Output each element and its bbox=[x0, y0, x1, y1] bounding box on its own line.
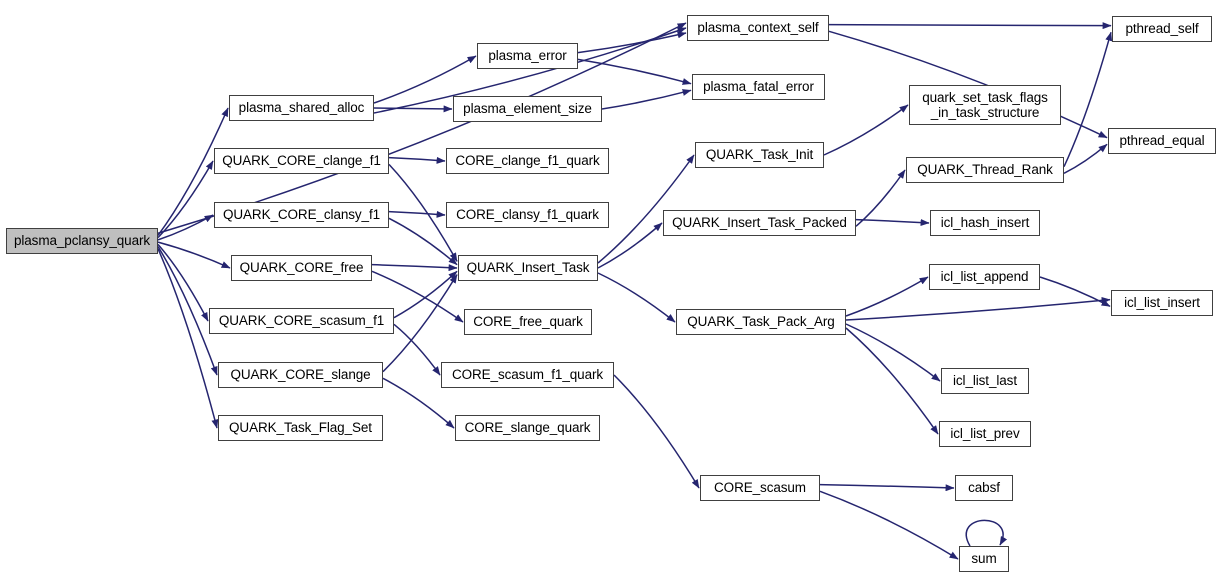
graph-node-sum[interactable]: sum bbox=[959, 546, 1009, 572]
graph-edge bbox=[597, 272, 676, 323]
graph-edge bbox=[613, 374, 700, 489]
graph-edge bbox=[157, 214, 214, 241]
graph-node-QUARK_Insert_Task[interactable]: QUARK_Insert_Task bbox=[458, 255, 598, 281]
graph-edge bbox=[855, 218, 930, 227]
graph-node-QUARK_Task_Flag_Set[interactable]: QUARK_Task_Flag_Set bbox=[218, 415, 383, 441]
graph-edge bbox=[597, 154, 695, 264]
graph-edge bbox=[845, 323, 941, 382]
graph-edge bbox=[819, 483, 955, 492]
graph-node-QUARK_Task_Init[interactable]: QUARK_Task_Init bbox=[695, 142, 824, 168]
graph-node-icl_list_insert[interactable]: icl_list_insert bbox=[1111, 290, 1213, 316]
graph-edge bbox=[1063, 143, 1108, 175]
graph-edge bbox=[388, 163, 458, 262]
graph-node-icl_list_prev[interactable]: icl_list_prev bbox=[939, 421, 1031, 447]
graph-node-CORE_clansy_f1_quark[interactable]: CORE_clansy_f1_quark bbox=[446, 202, 609, 228]
graph-edge bbox=[965, 519, 1008, 547]
graph-node-pthread_self[interactable]: pthread_self bbox=[1112, 16, 1212, 42]
graph-node-CORE_free_quark[interactable]: CORE_free_quark bbox=[464, 309, 592, 335]
graph-edge bbox=[855, 169, 906, 227]
graph-node-CORE_clange_f1_quark[interactable]: CORE_clange_f1_quark bbox=[446, 148, 609, 174]
graph-edge bbox=[382, 274, 458, 373]
graph-edge bbox=[371, 263, 458, 272]
graph-edge bbox=[157, 246, 218, 376]
graph-edge bbox=[828, 30, 1108, 139]
graph-edge bbox=[823, 104, 909, 156]
graph-node-CORE_slange_quark[interactable]: CORE_slange_quark bbox=[455, 415, 600, 441]
graph-edge bbox=[388, 210, 446, 218]
graph-node-QUARK_CORE_free[interactable]: QUARK_CORE_free bbox=[231, 255, 372, 281]
graph-edge bbox=[577, 31, 687, 54]
graph-edge bbox=[373, 55, 477, 104]
graph-edge bbox=[845, 276, 929, 317]
graph-edge bbox=[373, 105, 453, 113]
graph-node-pthread_equal[interactable]: pthread_equal bbox=[1108, 128, 1216, 154]
graph-edge bbox=[845, 296, 1111, 321]
graph-node-cabsf[interactable]: cabsf bbox=[955, 475, 1013, 501]
graph-edge bbox=[371, 270, 464, 323]
graph-node-CORE_scasum[interactable]: CORE_scasum bbox=[700, 475, 820, 501]
graph-edge bbox=[1063, 31, 1113, 167]
graph-edge bbox=[388, 217, 458, 266]
graph-node-quark_set_task_flags_in_task_structure[interactable]: quark_set_task_flags _in_task_structure bbox=[909, 85, 1061, 125]
graph-edge bbox=[577, 58, 692, 85]
graph-edge bbox=[157, 248, 219, 429]
graph-node-plasma_context_self[interactable]: plasma_context_self bbox=[687, 15, 829, 41]
graph-node-icl_hash_insert[interactable]: icl_hash_insert bbox=[930, 210, 1040, 236]
graph-node-plasma_error[interactable]: plasma_error bbox=[477, 43, 578, 69]
graph-edge bbox=[393, 323, 441, 376]
graph-edge bbox=[388, 156, 446, 164]
graph-edge bbox=[597, 222, 663, 269]
graph-node-plasma_element_size[interactable]: plasma_element_size bbox=[453, 96, 602, 122]
graph-node-QUARK_CORE_clange_f1[interactable]: QUARK_CORE_clange_f1 bbox=[214, 148, 389, 174]
graph-edge bbox=[601, 89, 692, 110]
graph-edge bbox=[157, 243, 209, 322]
graph-node-QUARK_Thread_Rank[interactable]: QUARK_Thread_Rank bbox=[906, 157, 1064, 183]
graph-node-QUARK_CORE_slange[interactable]: QUARK_CORE_slange bbox=[218, 362, 383, 388]
graph-edge bbox=[157, 160, 214, 239]
graph-edge bbox=[819, 490, 959, 560]
graph-node-plasma_shared_alloc[interactable]: plasma_shared_alloc bbox=[229, 95, 374, 121]
graph-node-plasma_pclansy_quark[interactable]: plasma_pclansy_quark bbox=[6, 228, 158, 254]
graph-edge bbox=[382, 377, 455, 429]
graph-edge bbox=[157, 241, 231, 269]
graph-edge bbox=[828, 22, 1112, 30]
graph-node-QUARK_CORE_scasum_f1[interactable]: QUARK_CORE_scasum_f1 bbox=[209, 308, 394, 334]
graph-node-plasma_fatal_error[interactable]: plasma_fatal_error bbox=[692, 74, 825, 100]
graph-node-icl_list_append[interactable]: icl_list_append bbox=[929, 264, 1040, 290]
graph-node-QUARK_CORE_clansy_f1[interactable]: QUARK_CORE_clansy_f1 bbox=[214, 202, 389, 228]
graph-node-QUARK_Task_Pack_Arg[interactable]: QUARK_Task_Pack_Arg bbox=[676, 309, 846, 335]
graph-edge bbox=[1039, 276, 1111, 307]
graph-node-icl_list_last[interactable]: icl_list_last bbox=[941, 368, 1029, 394]
graph-edge bbox=[845, 327, 939, 435]
graph-node-QUARK_Insert_Task_Packed[interactable]: QUARK_Insert_Task_Packed bbox=[663, 210, 856, 236]
graph-edge bbox=[157, 107, 229, 236]
graph-node-CORE_scasum_f1_quark[interactable]: CORE_scasum_f1_quark bbox=[441, 362, 614, 388]
